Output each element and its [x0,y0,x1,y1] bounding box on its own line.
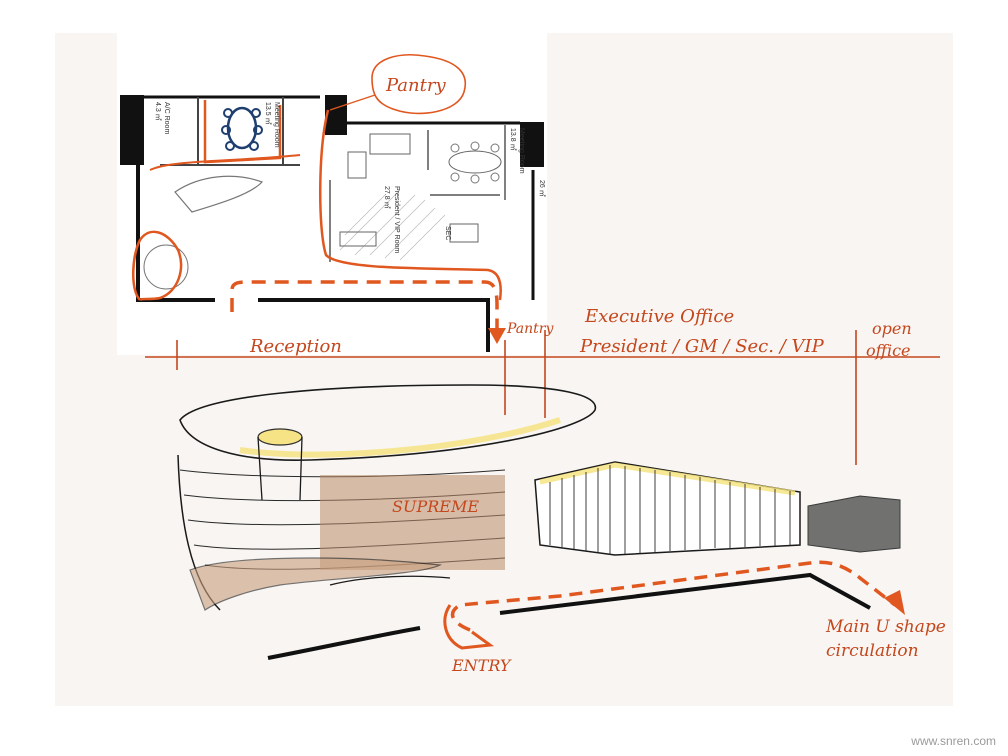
cylinder-side [299,436,303,501]
plan-meeting-table-small [226,106,258,150]
plan-markup-executive [318,109,502,301]
ceiling-cloud [179,384,597,461]
room-area-meeting-large: 13.8 ㎡ [509,128,517,151]
zone-label-open-2: office [866,341,911,360]
plan-lounge-seat [143,244,189,290]
pantry-bubble-label: Pantry [385,75,446,96]
plan-wall [136,165,215,302]
entry-swing [443,604,495,650]
room-area-president: 27.8 ㎡ [383,186,391,209]
plan-hatch [339,189,446,261]
plan-markup-reception [132,230,183,302]
cylinder-top [257,428,303,446]
room-area-ac: 4.3 ㎡ [154,102,162,121]
plan-route-dashed [230,280,499,330]
plan-sofa [369,133,411,155]
watermark: www.snren.com [911,734,996,748]
cylinder-side [257,436,263,501]
zone-label-reception: Reception [249,336,342,357]
plan-sofa [347,151,367,179]
executive-box-flutes [549,465,791,555]
plan-column [120,95,144,165]
floor-edge [267,626,421,660]
plan-desk [339,231,377,247]
zone-label-open-1: open [872,319,912,338]
room-label-meeting-large: Meeting Room [518,128,525,174]
pantry-bubble-leader [329,94,376,111]
plan-corridor-wall [258,298,490,352]
circulation-label-2: circulation [826,641,919,661]
reception-wall-wash [320,475,505,570]
open-office-box [807,495,901,553]
circulation-route [450,560,897,632]
counter-top [329,575,451,586]
plan-column [325,95,347,135]
perspective-sketch: SUPREME ENTRY Main [177,384,946,675]
ceiling-highlight [239,417,561,458]
zone-label-pantry: Pantry [506,321,554,337]
floor-plan: Pantry A/C Room 4.3 ㎡ Meeting Room 13.5 … [120,54,546,352]
plan-markup-pantry [203,100,282,164]
floor-edge [499,572,871,615]
plan-meeting-table [448,150,502,174]
room-label-meeting-small: Meeting Room [273,102,280,148]
entry-label: ENTRY [451,656,512,675]
executive-box-highlight [539,462,796,496]
floor-plan-print [117,33,547,355]
pantry-bubble [371,54,467,115]
zone-dimension-line [145,330,940,465]
brand-sign: SUPREME [392,497,479,516]
plan-route-arrowhead [488,328,506,344]
plan-column [520,122,544,167]
room-label-president: President / VIP Room [393,186,400,253]
room-label-sec: SEC [444,226,451,240]
circulation-arrowhead [884,590,905,615]
zone-label-executive-sub: President / GM / Sec. / VIP [579,336,825,357]
plan-chairs [450,141,500,184]
room-area-meeting-small: 13.5 ㎡ [264,102,272,125]
zone-label-executive-title: Executive Office [584,306,734,327]
plan-reception-desk [174,175,264,213]
plan-desk [449,223,479,243]
reception-counter [189,557,443,611]
room-label-ac: A/C Room [163,102,170,134]
plan-chairs [221,108,263,151]
circulation-label-1: Main U shape [825,617,946,637]
room-area-26: 26 ㎡ [538,180,546,197]
